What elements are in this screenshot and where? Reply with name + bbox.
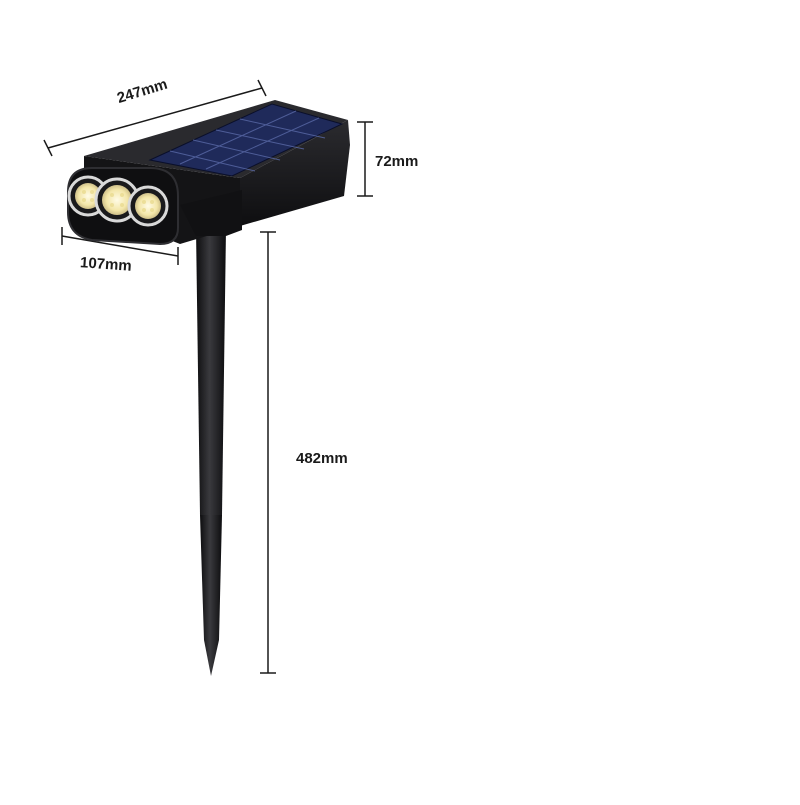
depth-dimension-line — [61, 227, 179, 265]
height-label: 72mm — [375, 153, 419, 170]
stake-dimension-line — [260, 231, 276, 674]
depth-label: 107mm — [79, 254, 133, 275]
stake-length-label: 482mm — [296, 450, 348, 467]
solar-panel-icon — [148, 103, 344, 177]
led-head-icon — [67, 167, 179, 246]
height-dimension-line — [357, 121, 373, 197]
width-dimension-line — [43, 79, 267, 157]
ground-stake-icon — [196, 228, 226, 676]
